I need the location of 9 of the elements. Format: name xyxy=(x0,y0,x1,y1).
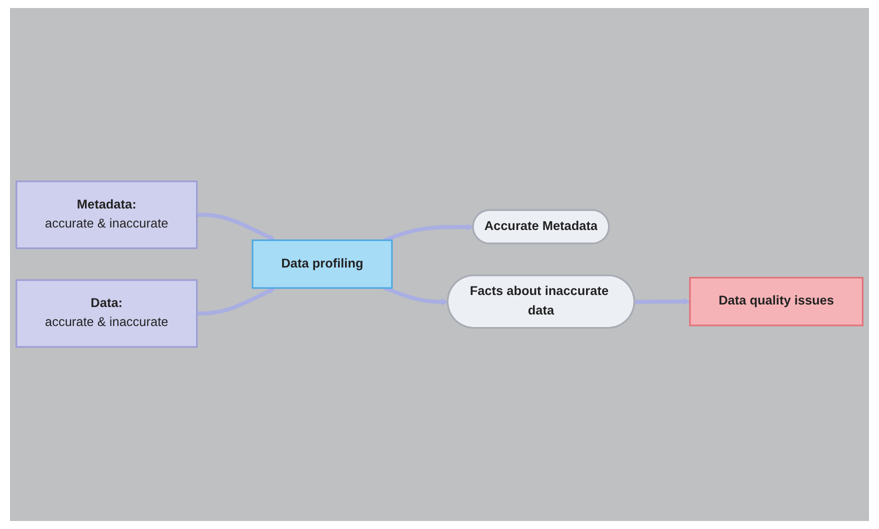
node-box: Metadata: accurate & inaccurate xyxy=(16,180,198,250)
arrow xyxy=(196,213,276,241)
node-box: Data profiling xyxy=(252,240,393,290)
arrow xyxy=(196,288,276,316)
arrow xyxy=(384,286,448,306)
node-box: Data quality issues xyxy=(689,277,864,327)
node-box: Data: accurate & inaccurate xyxy=(16,280,198,348)
arrow xyxy=(634,298,690,306)
arrow xyxy=(384,224,474,242)
